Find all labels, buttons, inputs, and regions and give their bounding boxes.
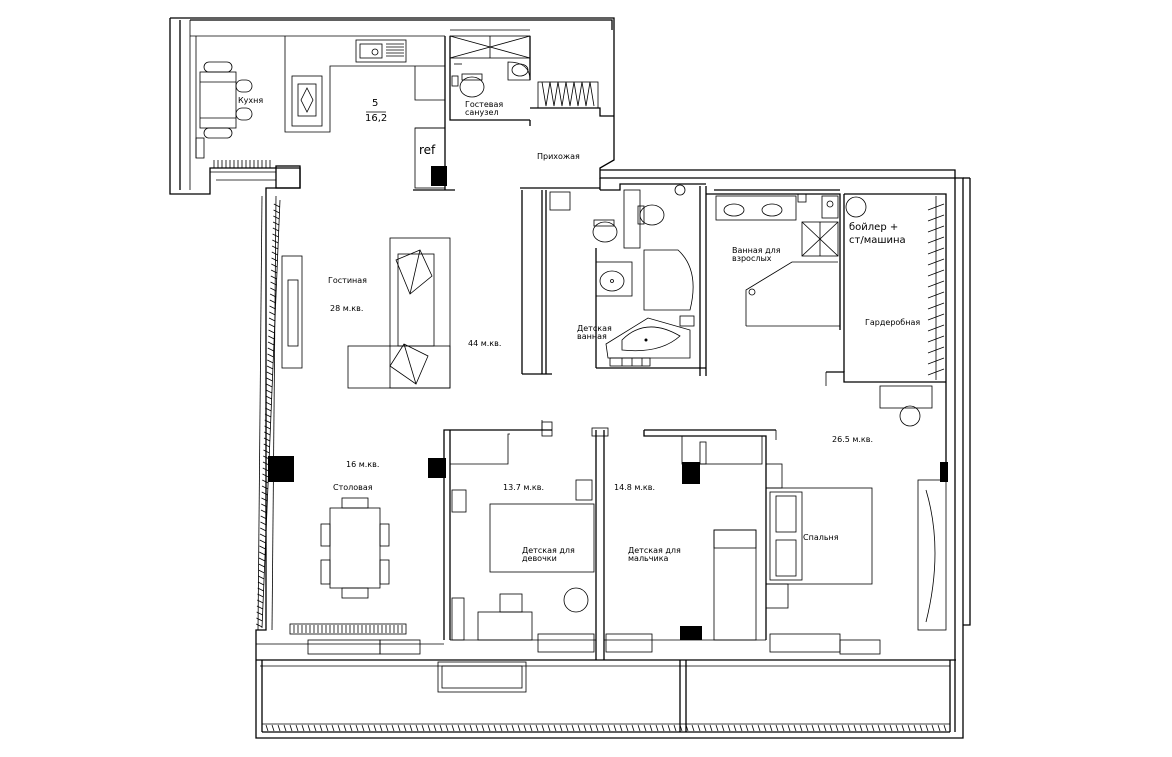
drainboard — [386, 43, 404, 57]
label-boy-1: Детская для — [628, 546, 681, 555]
left-window — [195, 36, 281, 631]
label-fridge: ref — [419, 143, 436, 157]
label-boy-area: 14.8 м.кв. — [614, 483, 655, 492]
label-hallway: Прихожая — [537, 152, 580, 161]
label-boy-2: мальчика — [628, 554, 669, 563]
room-labels: Кухня 5 16,2 ref Гостевая санузел Прихож… — [238, 96, 920, 563]
kitchen — [195, 36, 455, 191]
hallway — [520, 81, 614, 375]
label-guest-wc-1: Гостевая — [465, 100, 503, 109]
master-bedroom — [765, 382, 948, 631]
balcony-railing — [265, 724, 947, 732]
adult-bath — [706, 189, 841, 330]
outer-walls — [169, 17, 971, 739]
wardrobe — [825, 193, 947, 427]
label-guest-wc-2: санузел — [465, 108, 499, 117]
label-kids-bath-2: ванная — [577, 332, 607, 341]
balcony — [256, 633, 956, 733]
label-boiler-2: ст/машина — [849, 235, 906, 246]
label-dining: Столовая — [333, 483, 373, 492]
label-living-area: 28 м.кв. — [330, 304, 363, 313]
label-girl-2: девочки — [522, 554, 557, 563]
label-living: Гостиная — [328, 276, 367, 285]
guest-wc — [449, 29, 531, 121]
boy-room — [604, 429, 777, 641]
label-kids-bath-1: Детская — [577, 324, 612, 333]
label-adult-bath-2: взрослых — [732, 254, 772, 263]
living-room — [281, 237, 451, 389]
wardrobe-hangers — [927, 203, 945, 376]
label-kitchen-fraction-bottom: 16,2 — [365, 113, 387, 124]
label-girl-area: 13.7 м.кв. — [503, 483, 544, 492]
girl-room — [428, 420, 609, 660]
dining — [268, 456, 407, 635]
kids-bath — [592, 183, 707, 376]
label-boiler-1: бойлер + — [849, 222, 898, 233]
label-dining-area: 16 м.кв. — [346, 460, 379, 469]
label-adult-bath-1: Ванная для — [732, 246, 781, 255]
label-wardrobe: Гардеробная — [865, 318, 920, 327]
left-window-hatching — [213, 160, 281, 628]
radiator-dining — [293, 625, 403, 633]
label-bedroom: Спальня — [803, 533, 839, 542]
label-kitchen: Кухня — [238, 96, 263, 105]
label-girl-1: Детская для — [522, 546, 575, 555]
label-kitchen-fraction-top: 5 — [372, 98, 378, 109]
label-common-area: 44 м.кв. — [468, 339, 501, 348]
label-master-area: 26.5 м.кв. — [832, 435, 873, 444]
